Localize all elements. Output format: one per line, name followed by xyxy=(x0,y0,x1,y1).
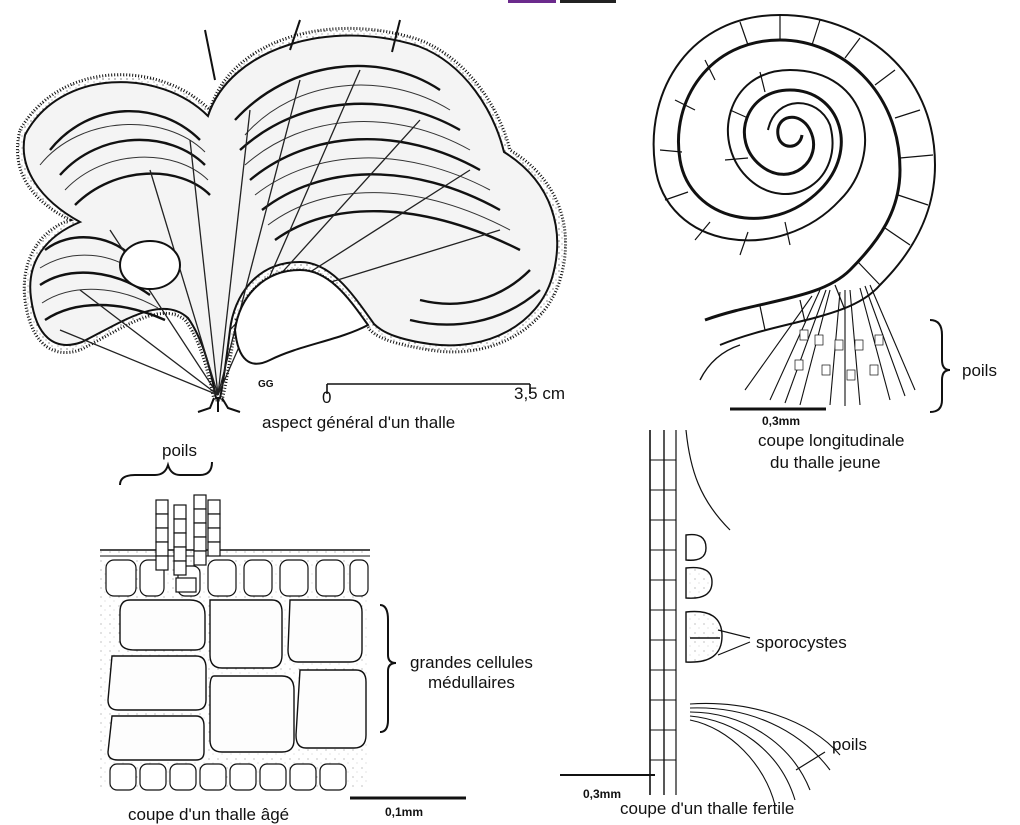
label-coupe-longitudinale-2: du thalle jeune xyxy=(770,454,881,471)
fertile-thallus-section-drawing xyxy=(650,430,840,805)
label-coupe-longitudinale-1: coupe longitudinale xyxy=(758,432,905,449)
old-thallus-section-drawing xyxy=(100,495,370,790)
label-scale-cm: 3,5 cm xyxy=(514,385,565,402)
label-grandes-cellules-2: médullaires xyxy=(428,674,515,691)
label-scale-fertile: 0,3mm xyxy=(583,788,621,800)
brace-medullary xyxy=(380,605,396,732)
label-coupe-thalle-fertile: coupe d'un thalle fertile xyxy=(620,800,794,817)
label-sporocystes: sporocystes xyxy=(756,634,847,651)
label-initials: GG xyxy=(258,380,274,390)
label-aspect-general: aspect général d'un thalle xyxy=(262,414,455,431)
young-thallus-section-drawing xyxy=(654,15,935,406)
label-grandes-cellules-1: grandes cellules xyxy=(410,654,533,671)
label-scale-zero: 0 xyxy=(322,389,331,406)
label-poils-right: poils xyxy=(962,362,997,379)
label-scale-young: 0,3mm xyxy=(762,415,800,427)
scale-bar-cm xyxy=(327,384,530,394)
label-coupe-thalle-age: coupe d'un thalle âgé xyxy=(128,806,289,823)
label-poils-left: poils xyxy=(162,442,197,459)
brace-poils-old xyxy=(120,462,212,485)
label-scale-old: 0,1mm xyxy=(385,806,423,818)
thallus-general-drawing xyxy=(17,20,565,412)
label-poils-fertile: poils xyxy=(832,736,867,753)
brace-poils-young xyxy=(930,320,950,412)
